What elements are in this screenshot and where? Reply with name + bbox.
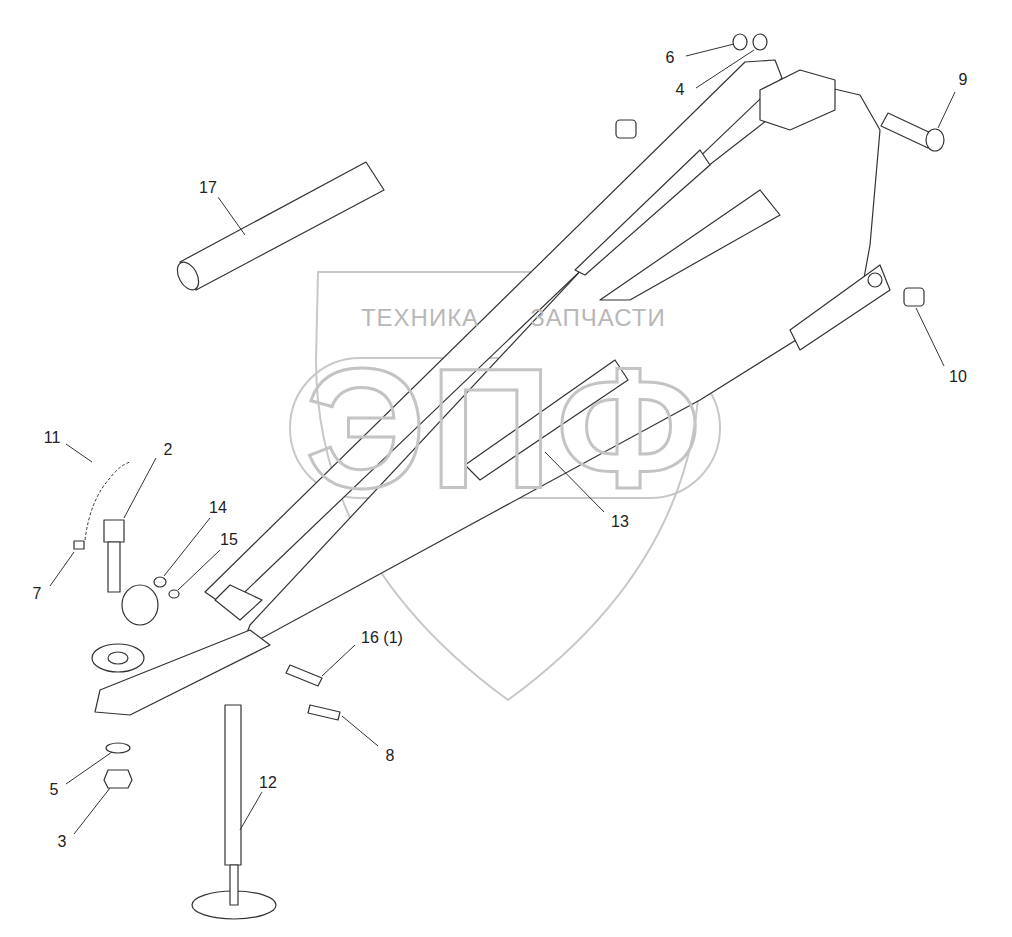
pin xyxy=(286,665,322,686)
nut xyxy=(104,770,132,788)
callout-number: 16 (1) xyxy=(359,629,405,647)
stand-post xyxy=(230,865,238,905)
leader-line xyxy=(240,792,262,830)
nut xyxy=(154,577,166,587)
cutout xyxy=(575,150,710,275)
ring xyxy=(733,34,747,50)
pin-head xyxy=(926,129,944,151)
bolt xyxy=(308,705,340,720)
callout-number: 14 xyxy=(207,499,229,517)
callout-number: 10 xyxy=(947,368,969,386)
washer xyxy=(106,743,130,753)
rail-end xyxy=(215,585,262,620)
leader-line xyxy=(686,44,734,56)
hitch-eye xyxy=(92,644,144,672)
leader-line xyxy=(66,752,112,784)
washer xyxy=(169,590,179,598)
pin-end xyxy=(173,259,203,294)
pin xyxy=(180,162,384,290)
watermark-text: ЗАПЧАСТИ xyxy=(530,305,665,331)
hitch-ring xyxy=(122,585,158,625)
watermark-text: ЭПФ xyxy=(305,335,705,522)
callout-number: 6 xyxy=(664,49,677,67)
hitch-hole xyxy=(108,652,128,664)
leader-line xyxy=(218,197,245,235)
callout-number: 4 xyxy=(674,81,687,99)
callout-number: 5 xyxy=(48,781,61,799)
leader-line xyxy=(50,552,74,586)
callout-number: 3 xyxy=(56,833,69,851)
leader-line xyxy=(916,308,944,366)
leader-line xyxy=(696,50,754,88)
cutout xyxy=(600,190,780,300)
bracket-hole xyxy=(868,273,882,287)
frame-plate xyxy=(240,88,880,650)
leader-line xyxy=(938,92,955,128)
callout-number: 7 xyxy=(31,585,44,603)
clip xyxy=(74,541,84,549)
ring xyxy=(753,34,767,50)
callout-number: 17 xyxy=(197,179,219,197)
bracket xyxy=(790,265,890,350)
bracket xyxy=(760,70,835,130)
leader-line xyxy=(66,444,92,462)
leader-line xyxy=(342,716,378,746)
bolt-head xyxy=(104,520,124,542)
leader-line xyxy=(124,458,156,518)
bushing xyxy=(616,120,636,138)
callout-number: 15 xyxy=(218,531,240,549)
callout-number: 9 xyxy=(957,71,970,89)
leader-line xyxy=(74,788,110,834)
frame-rail xyxy=(205,60,782,608)
watermark-text: ТЕХНИКА xyxy=(361,305,479,331)
leader-line xyxy=(164,518,210,576)
leader-line xyxy=(178,550,220,590)
leader-line xyxy=(322,645,355,676)
chain xyxy=(85,462,130,540)
callout-number: 12 xyxy=(257,774,279,792)
callout-number: 11 xyxy=(42,429,63,447)
stand-leg xyxy=(225,705,241,865)
callout-number: 2 xyxy=(162,441,175,459)
callout-number: 13 xyxy=(609,513,631,531)
bolt-shank xyxy=(108,542,120,592)
callout-number: 8 xyxy=(384,747,397,765)
bushing xyxy=(904,288,924,306)
